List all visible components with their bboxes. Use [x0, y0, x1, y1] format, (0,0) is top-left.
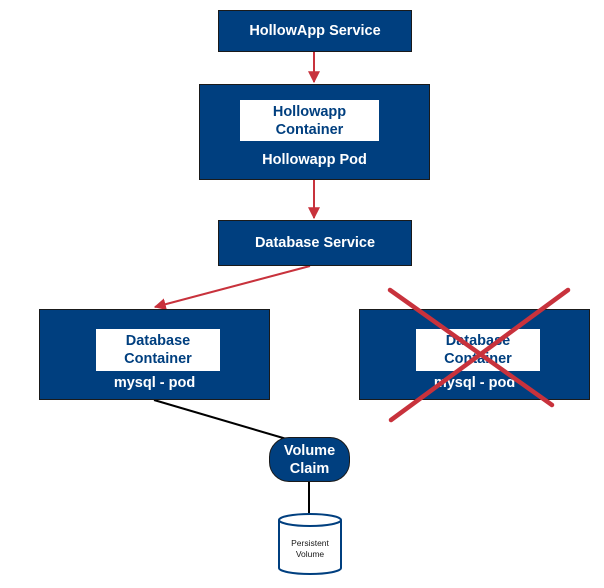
hollowapp-container-box[interactable]: Hollowapp Container [240, 100, 379, 141]
mysql-pod-active-label: mysql - pod [113, 375, 196, 391]
persistent-volume-label: Persistent Volume [291, 538, 329, 559]
database-container-active-box[interactable]: Database Container [96, 329, 220, 371]
mysql-pod-active-box[interactable]: Database Container mysql - pod [39, 309, 270, 400]
volume-claim-node[interactable]: Volume Claim [269, 437, 350, 482]
arrow-database-service-to-mysql-pod [153, 265, 311, 311]
hollowapp-service-box[interactable]: HollowApp Service [218, 10, 412, 52]
database-container-failed-label: Database Container [444, 333, 512, 367]
database-service-label: Database Service [254, 235, 376, 251]
hollowapp-pod-box[interactable]: Hollowapp Container Hollowapp Pod [199, 84, 430, 180]
database-container-failed-box[interactable]: Database Container [416, 329, 540, 371]
hollowapp-container-label: Hollowapp Container [272, 103, 347, 138]
database-container-active-label: Database Container [124, 333, 192, 367]
link-mysql-pod-to-volume-claim [153, 399, 291, 441]
mysql-pod-failed-label: mysql - pod [433, 375, 516, 391]
mysql-pod-failed-box[interactable]: Database Container mysql - pod [359, 309, 590, 400]
volume-claim-label: Volume Claim [283, 442, 336, 477]
hollowapp-service-label: HollowApp Service [249, 23, 381, 39]
hollowapp-pod-label: Hollowapp Pod [262, 152, 367, 168]
database-service-box[interactable]: Database Service [218, 220, 412, 266]
